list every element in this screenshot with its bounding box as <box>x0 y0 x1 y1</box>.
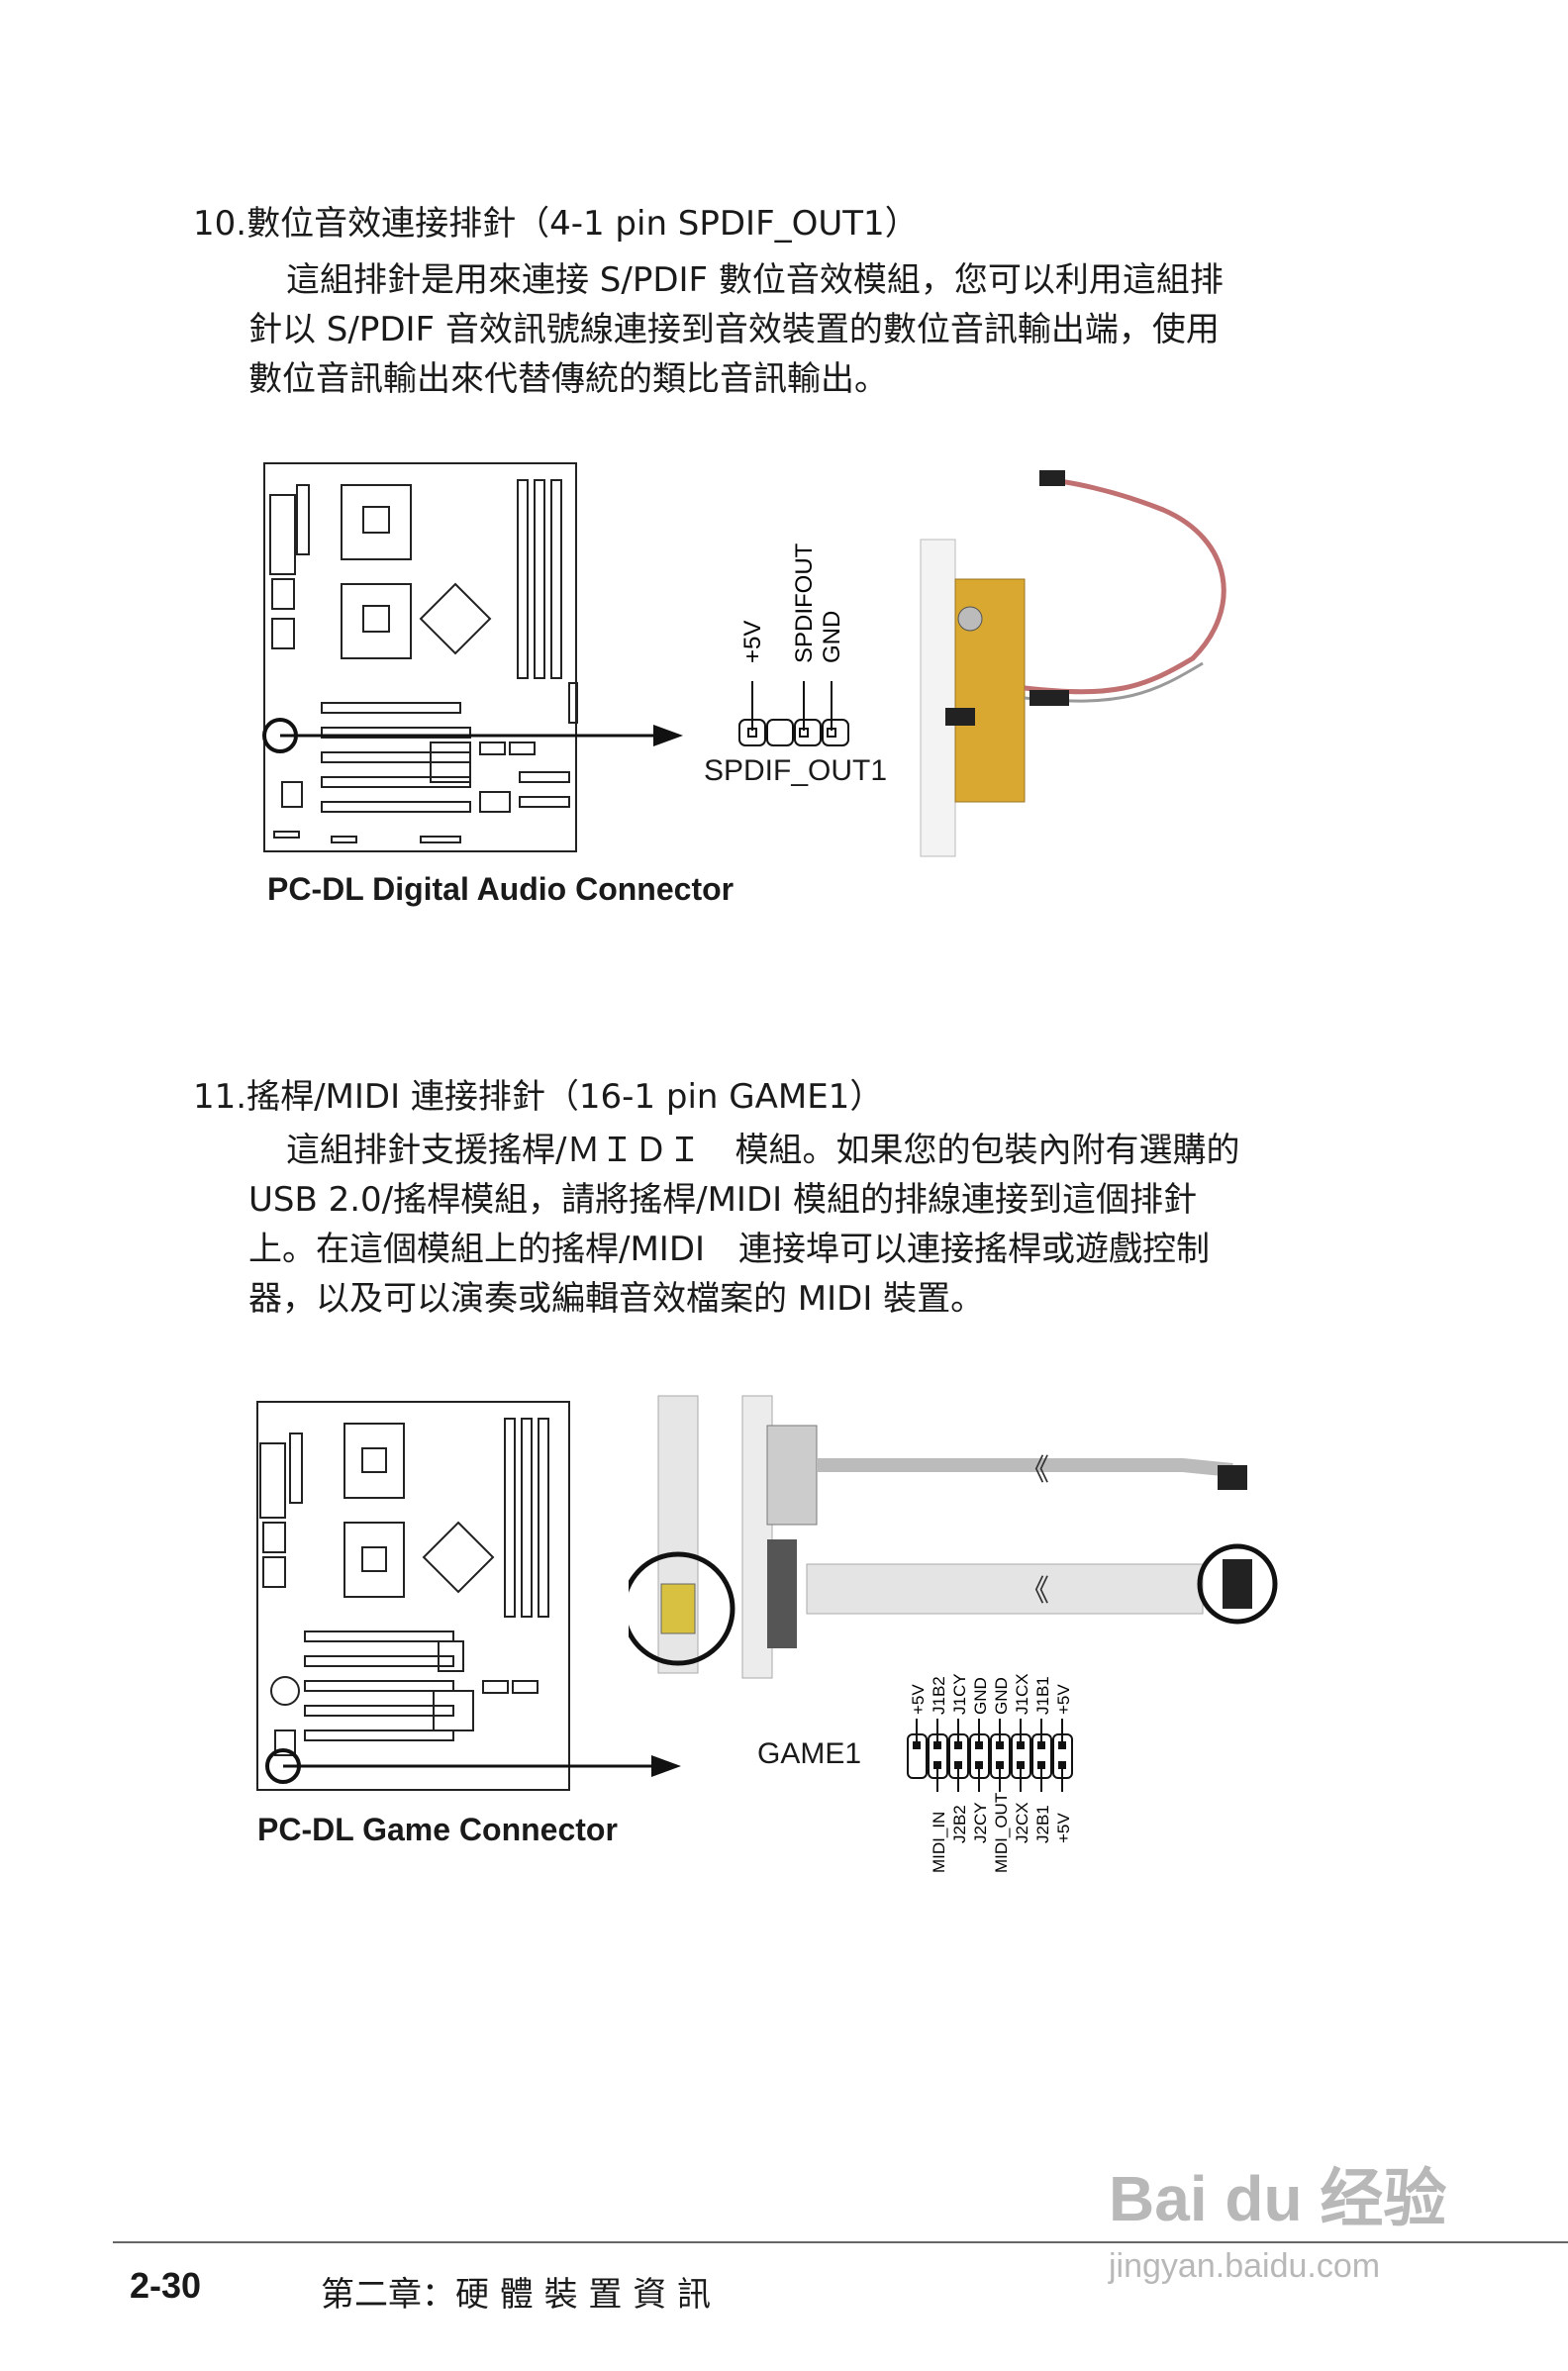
body-line: 針以 S/PDIF 音效訊號線連接到音效裝置的數位音訊輸出端，使用 <box>248 310 1220 349</box>
game-caption: PC-DL Game Connector <box>257 1812 618 1847</box>
pin-label: J1CY <box>950 1673 969 1715</box>
pin <box>954 1741 962 1749</box>
pin-label: GND <box>992 1677 1011 1715</box>
pin <box>933 1741 941 1749</box>
section-10-body: 這組排針是用來連接 S/PDIF 數位音效模組，您可以利用這組排 針以 S/PD… <box>248 255 1367 404</box>
body-line: 這組排針是用來連接 S/PDIF 數位音效模組，您可以利用這組排 <box>286 260 1224 300</box>
pin <box>1017 1761 1025 1769</box>
chapter-title: 第二章：硬 體 裝 置 資 訊 <box>321 2275 712 2315</box>
pin <box>996 1741 1004 1749</box>
body-line: 器，以及可以演奏或編輯音效檔案的 MIDI 裝置。 <box>248 1279 985 1319</box>
arrowhead-icon <box>653 725 683 746</box>
pin-label: J2B1 <box>1033 1805 1052 1843</box>
pin <box>975 1761 983 1769</box>
game-bracket-photo: 《 《 <box>629 1395 1278 1679</box>
footer-divider <box>113 2241 1568 2243</box>
spdif-header-label: SPDIF_OUT1 <box>704 754 888 787</box>
pin <box>954 1761 962 1769</box>
pin-label: J1B2 <box>930 1676 948 1715</box>
motherboard-diagram-game <box>256 1401 681 1791</box>
pin-label: J1B1 <box>1033 1676 1052 1715</box>
pin <box>913 1741 921 1749</box>
pin-label: MIDI_OUT <box>992 1793 1011 1873</box>
pin <box>1058 1761 1066 1769</box>
pin-label: GND <box>819 611 845 663</box>
motherboard-diagram-spdif <box>262 462 683 852</box>
pin <box>1037 1761 1045 1769</box>
pin-label: +5V <box>909 1684 928 1715</box>
arrowhead-icon <box>651 1755 681 1777</box>
pin-label: +5V <box>739 621 766 663</box>
baidu-watermark-url: jingyan.baidu.com <box>1109 2247 1381 2285</box>
game-header-label: GAME1 <box>757 1737 862 1770</box>
pin-label: GND <box>971 1677 990 1715</box>
pin <box>975 1741 983 1749</box>
spdif-module-photo <box>920 470 1226 857</box>
page-number: 2-30 <box>130 2265 202 2306</box>
spdif-pin-diagram: +5V SPDIFOUT GND <box>738 543 849 746</box>
pin-label: +5V <box>1054 1813 1073 1843</box>
pin-label: SPDIFOUT <box>791 543 818 663</box>
body-line: USB 2.0/搖桿模組，請將搖桿/MIDI 模組的排線連接到這個排針 <box>248 1180 1197 1220</box>
svg-text:《: 《 <box>1020 1575 1049 1608</box>
pin <box>1037 1741 1045 1749</box>
section-11-body: 這組排針支援搖桿/ＭＩＤＩ 模組。如果您的包裝內附有選購的 USB 2.0/搖桿… <box>248 1126 1367 1324</box>
section-10-heading: 10.數位音效連接排針（4-1 pin SPDIF_OUT1） <box>193 204 919 244</box>
body-line: 數位音訊輸出來代替傳統的類比音訊輸出。 <box>248 359 888 399</box>
pin-label: MIDI_IN <box>930 1812 948 1873</box>
pin-label: J1CX <box>1013 1673 1031 1715</box>
pin-label: +5V <box>1054 1684 1073 1715</box>
spdif-caption: PC-DL Digital Audio Connector <box>267 871 735 907</box>
pin-label: J2B2 <box>950 1805 969 1843</box>
section-11-heading: 11.搖桿/MIDI 連接排針（16-1 pin GAME1） <box>193 1077 884 1117</box>
pin <box>933 1761 941 1769</box>
svg-text:《: 《 <box>1020 1454 1049 1487</box>
body-line: 上。在這個模組上的搖桿/MIDI 連接埠可以連接搖桿或遊戲控制 <box>248 1230 1211 1269</box>
pin <box>1017 1741 1025 1749</box>
pin-label: J2CX <box>1013 1802 1031 1843</box>
baidu-watermark-logo: Bai du 经验 <box>1109 2163 1447 2234</box>
pin <box>996 1761 1004 1769</box>
body-line: 這組排針支援搖桿/ＭＩＤＩ 模組。如果您的包裝內附有選購的 <box>286 1131 1240 1170</box>
pin-label: J2CY <box>971 1802 990 1843</box>
pin <box>1058 1741 1066 1749</box>
